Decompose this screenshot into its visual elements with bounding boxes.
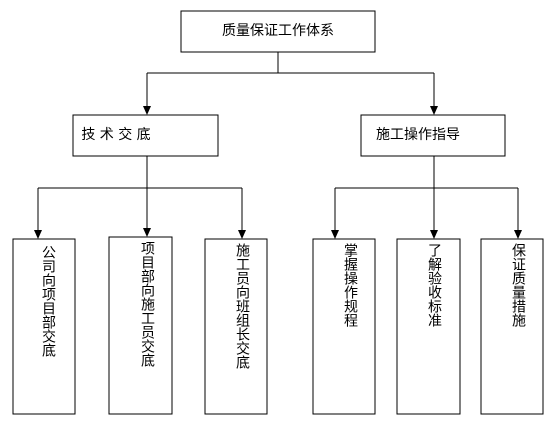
- leaf-box: [204, 238, 268, 415]
- arrow-down-icon: [331, 230, 339, 239]
- branch-label-left: 技 术 交 底: [81, 126, 150, 143]
- leaf-label: 保证质量措施: [510, 243, 526, 327]
- arrow-down-icon: [143, 228, 151, 237]
- leaf-label: 掌握操作规程: [342, 243, 358, 328]
- arrow-down-icon: [514, 230, 522, 239]
- arrow-down-icon: [430, 230, 438, 239]
- arrow-down-icon: [430, 106, 438, 115]
- branch-box-right: [360, 114, 506, 157]
- leaf-box: [396, 238, 461, 415]
- leaf-label: 公司向项目部交底: [40, 245, 56, 358]
- leaf-box: [108, 236, 173, 415]
- branch-label-right: 施工操作指导: [376, 127, 460, 143]
- leaf-label: 施工员向班组长交底: [234, 243, 250, 370]
- leaf-box: [12, 238, 76, 415]
- leaf-box: [480, 238, 544, 415]
- root-label: 质量保证工作体系: [222, 23, 334, 39]
- leaf-label: 了解验收标准: [426, 243, 442, 327]
- arrow-down-icon: [238, 230, 246, 239]
- leaf-label: 项目部向施工员交底: [139, 241, 155, 368]
- root-box: [180, 10, 376, 53]
- leaf-box: [312, 238, 376, 415]
- arrow-down-icon: [34, 230, 42, 239]
- branch-box-left: [72, 114, 219, 157]
- arrow-down-icon: [143, 106, 151, 115]
